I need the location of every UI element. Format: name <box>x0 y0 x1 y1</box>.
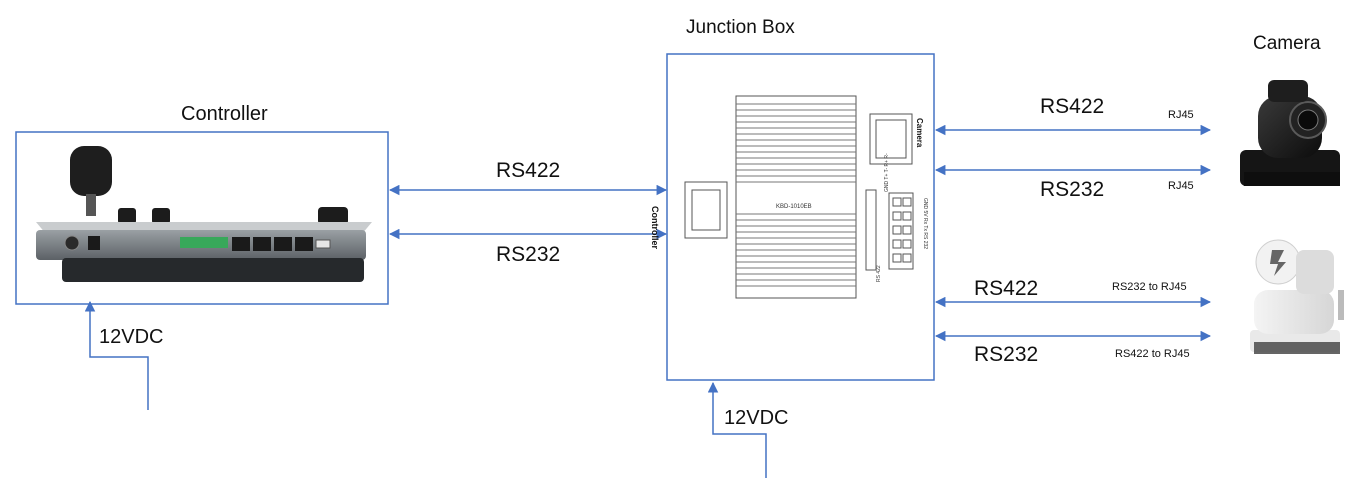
junction-power-label: 12VDC <box>724 407 789 429</box>
camera-1-image <box>1240 80 1340 186</box>
controller-power-label: 12VDC <box>99 326 164 348</box>
camera-title: Camera <box>1253 33 1321 54</box>
junction-box-frame <box>666 53 935 381</box>
cam1-rs232-port-label: RJ45 <box>1168 180 1194 192</box>
cam1-rs232-label: RS232 <box>1040 178 1105 201</box>
junction-power-line <box>707 381 767 478</box>
cam2-rs232-port-label: RS422 to RJ45 <box>1115 348 1190 360</box>
controller-frame <box>15 131 389 305</box>
controller-power-line <box>84 300 149 410</box>
cam2-rs422-label: RS422 <box>974 277 1039 300</box>
jb-terminal-right-label: GND 5V Rx Tx RS 232 <box>922 198 928 250</box>
jb-camera-port-label: Camera <box>915 118 924 148</box>
junction-box-device-image <box>684 95 914 299</box>
controller-device-image <box>36 146 372 282</box>
jb-terminal-top-label: GND T+ T- R+ R- <box>884 153 890 192</box>
camera-2-image <box>1250 239 1344 354</box>
controller-title: Controller <box>181 103 268 125</box>
jb-terminal-bottom-label: RS 422 <box>876 265 882 282</box>
junction-box-title: Junction Box <box>686 17 795 38</box>
jb-model-label: KBD-1010EB <box>776 204 812 210</box>
jb-controller-port-label: Controller <box>650 206 660 250</box>
cam2-rs232-label: RS232 <box>974 343 1039 366</box>
cam2-rs422-port-label: RS232 to RJ45 <box>1112 281 1187 293</box>
cam1-rs422-port-label: RJ45 <box>1168 109 1194 121</box>
ctrl-rs422-label: RS422 <box>496 159 561 182</box>
cam1-rs422-label: RS422 <box>1040 95 1105 118</box>
ctrl-rs232-label: RS232 <box>496 243 561 266</box>
